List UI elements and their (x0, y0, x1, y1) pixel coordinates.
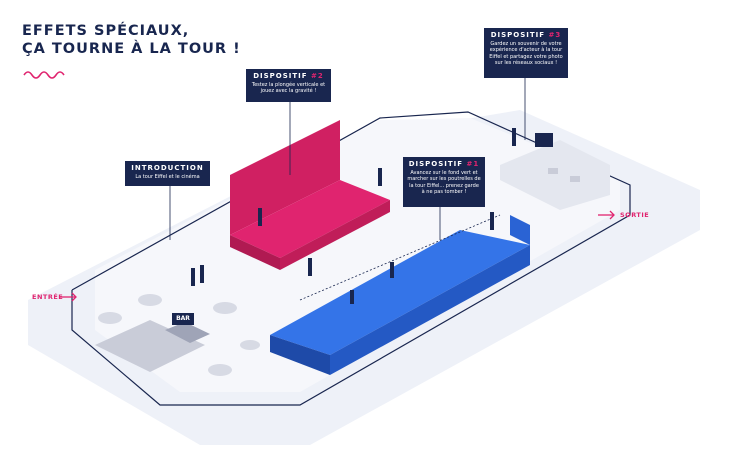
set-dispositif-2 (230, 120, 390, 270)
squiggle-decoration (23, 71, 65, 79)
circulation-path (71, 111, 631, 406)
callout-heading: DISPOSITIF #2 (253, 72, 324, 80)
callout-body: Avancez sur le fond vert et marcher sur … (407, 170, 481, 196)
callout-heading: DISPOSITIF #3 (490, 31, 562, 39)
callout-body: La tour Eiffel et le cinéma (135, 174, 200, 180)
callout-body: Testez la plongée verticale et jouez ave… (251, 82, 326, 95)
leader-lines (169, 75, 526, 240)
callout-dispositif-3: DISPOSITIF #3 Gardez un souvenir de votr… (484, 28, 568, 78)
exit-arrow-icon (598, 210, 615, 220)
set-dispositif-1 (270, 214, 530, 375)
tables (98, 294, 260, 376)
title-line-2: ÇA TOURNE À LA TOUR ! (22, 41, 241, 57)
callout-dispositif-1: DISPOSITIF #1 Avancez sur le fond vert e… (403, 157, 485, 207)
photo-booth-dispositif-3 (500, 133, 610, 210)
callout-dispositif-2: DISPOSITIF #2 Testez la plongée vertical… (246, 69, 331, 102)
callout-heading: INTRODUCTION (131, 164, 204, 172)
bar-counter (165, 322, 210, 343)
title-line-1: EFFETS SPÉCIAUX, (22, 23, 190, 39)
entry-arrow-icon (60, 292, 77, 302)
exit-label: SORTIE (620, 211, 650, 219)
bar-label: BAR (172, 313, 194, 325)
callout-body: Gardez un souvenir de votre expérience d… (489, 41, 563, 67)
floor-inner (95, 118, 620, 392)
page-title: EFFETS SPÉCIAUX, ÇA TOURNE À LA TOUR ! (22, 22, 241, 58)
entry-label: ENTRÉE (32, 293, 64, 301)
callout-heading: DISPOSITIF #1 (408, 160, 480, 168)
visitors (191, 128, 516, 304)
callout-introduction: INTRODUCTION La tour Eiffel et le cinéma (125, 161, 210, 186)
